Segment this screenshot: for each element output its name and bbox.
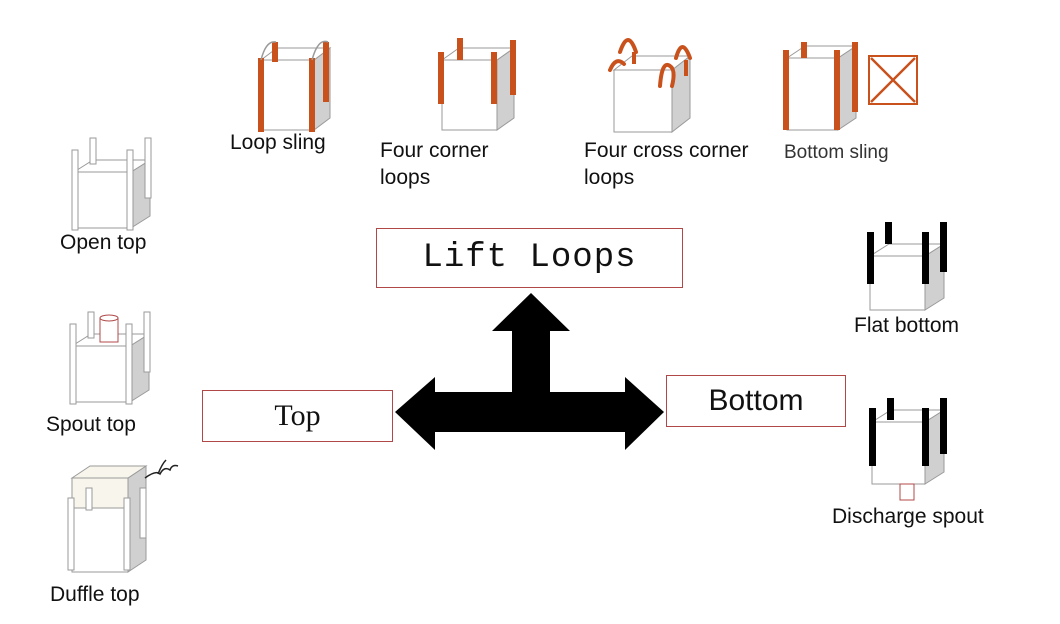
four-cross-corner-loops-label: Four cross corner loops (584, 139, 749, 189)
duffle-top-icon (67, 459, 179, 573)
lift-loops-box: Lift Loops (376, 228, 683, 288)
spout-top-icon (69, 311, 151, 405)
duffle-top-label: Duffle top (50, 583, 140, 606)
top-label: Top (274, 399, 321, 432)
discharge-spout-icon (869, 398, 947, 501)
loop-sling-label: Loop sling (230, 131, 326, 154)
bottom-label: Bottom (708, 384, 804, 417)
four-corner-loops-icon (438, 38, 516, 131)
lift-loops-label: Lift Loops (422, 239, 637, 277)
three-way-arrow (395, 293, 664, 450)
spout-top-label: Spout top (46, 413, 136, 436)
four-corner-loops-label: Four corner loops (380, 139, 489, 189)
open-top-label: Open top (60, 231, 147, 254)
flat-bottom-label: Flat bottom (854, 314, 960, 337)
open-top-icon (71, 137, 152, 231)
bottom-sling-label: Bottom sling (784, 142, 889, 163)
discharge-spout-label: Discharge spout (832, 505, 984, 528)
flat-bottom-icon (867, 222, 947, 311)
bottom-sling-icon (783, 42, 918, 131)
bottom-box: Bottom (666, 375, 846, 427)
top-box: Top (202, 390, 393, 442)
four-cross-corner-loops-icon (608, 38, 692, 134)
loop-sling-icon (258, 40, 332, 132)
